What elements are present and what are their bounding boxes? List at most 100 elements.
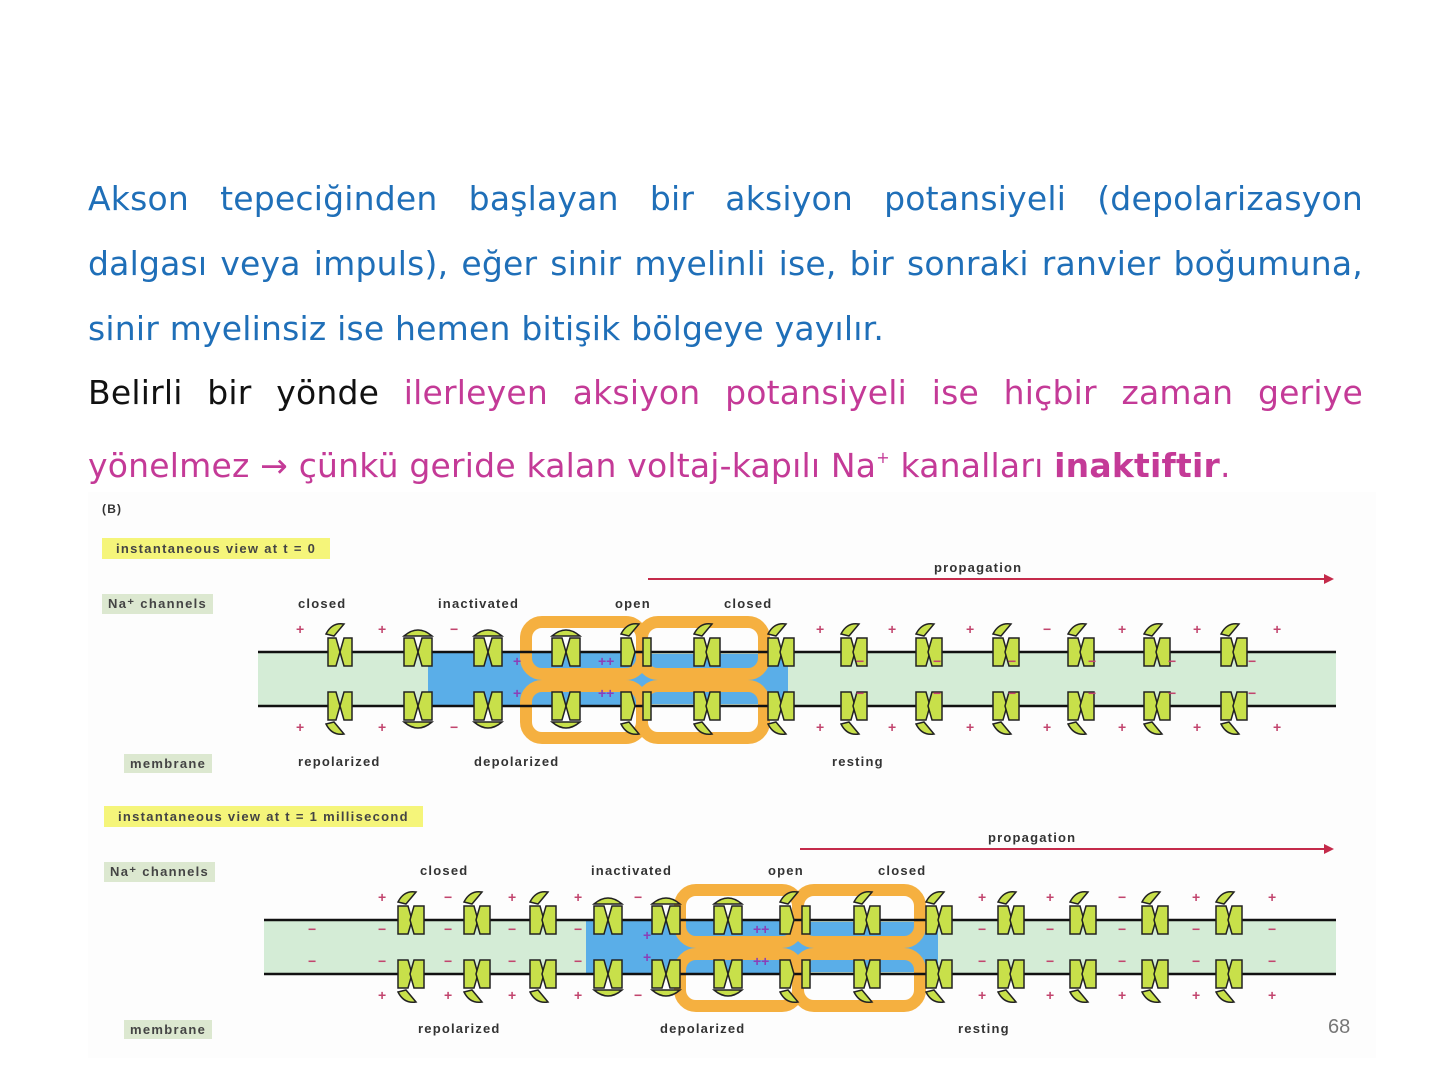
svg-text:−: − bbox=[1088, 653, 1096, 669]
panel1-channels-tag: Na⁺ channels bbox=[102, 594, 214, 614]
svg-text:−: − bbox=[508, 921, 516, 937]
na-superscript: + bbox=[876, 448, 890, 467]
svg-text:−: − bbox=[308, 953, 316, 969]
svg-text:+: + bbox=[513, 653, 521, 669]
svg-text:−: − bbox=[1046, 921, 1054, 937]
svg-text:−: − bbox=[1192, 921, 1200, 937]
svg-text:−: − bbox=[508, 953, 516, 969]
panel1-title: instantaneous view at t = 0 bbox=[102, 538, 331, 559]
svg-text:+: + bbox=[966, 621, 974, 637]
svg-text:+: + bbox=[1193, 719, 1201, 735]
svg-text:+: + bbox=[888, 621, 896, 637]
svg-text:−: − bbox=[1248, 653, 1256, 669]
svg-text:+: + bbox=[378, 987, 386, 1003]
svg-text:+: + bbox=[378, 719, 386, 735]
panel2-state-closed-right: closed bbox=[878, 863, 927, 878]
svg-text:++: ++ bbox=[753, 953, 769, 969]
svg-text:+: + bbox=[643, 949, 651, 965]
svg-text:−: − bbox=[574, 953, 582, 969]
svg-text:−: − bbox=[444, 921, 452, 937]
svg-text:−: − bbox=[574, 921, 582, 937]
svg-text:−: − bbox=[1046, 953, 1054, 969]
figure-label: (B) bbox=[102, 502, 123, 516]
svg-text:+: + bbox=[1043, 719, 1051, 735]
svg-text:+: + bbox=[378, 889, 386, 905]
svg-text:+: + bbox=[1118, 621, 1126, 637]
svg-text:+: + bbox=[816, 621, 824, 637]
svg-text:−: − bbox=[444, 889, 452, 905]
intro-paragraph: Akson tepeciğinden başlayan bir aksiyon … bbox=[88, 179, 1363, 348]
panel1-state-open: open bbox=[615, 596, 651, 611]
svg-text:−: − bbox=[1043, 621, 1051, 637]
svg-text:+: + bbox=[1192, 889, 1200, 905]
period: . bbox=[1220, 446, 1231, 485]
panel2-propagation-label: propagation bbox=[988, 830, 1077, 845]
svg-text:++: ++ bbox=[598, 653, 614, 669]
svg-text:+: + bbox=[508, 889, 516, 905]
inactive-keyword: inaktiftir bbox=[1054, 446, 1220, 485]
svg-text:+: + bbox=[1046, 889, 1054, 905]
svg-text:+: + bbox=[1273, 719, 1281, 735]
after-superscript-text: kanalları bbox=[889, 446, 1055, 485]
panel1-membrane-resting: resting bbox=[832, 754, 884, 769]
panel1-state-inactivated: inactivated bbox=[438, 596, 520, 611]
svg-text:+: + bbox=[888, 719, 896, 735]
svg-text:−: − bbox=[1008, 653, 1016, 669]
svg-text:+: + bbox=[816, 719, 824, 735]
svg-text:−: − bbox=[308, 921, 316, 937]
panel2-membrane-repolarized: repolarized bbox=[418, 1021, 501, 1036]
svg-text:+: + bbox=[444, 987, 452, 1003]
svg-text:−: − bbox=[1008, 685, 1016, 701]
panel1-axon-membrane-diagram: ++− +++−+++ ++− +++++++ −−−−−− −−−−−− ++… bbox=[258, 616, 1336, 744]
svg-text:+: + bbox=[1046, 987, 1054, 1003]
panel1-membrane-tag: membrane bbox=[124, 754, 213, 773]
svg-text:−: − bbox=[378, 953, 386, 969]
svg-text:−: − bbox=[978, 921, 986, 937]
svg-text:−: − bbox=[444, 953, 452, 969]
svg-text:++: ++ bbox=[598, 685, 614, 701]
svg-text:−: − bbox=[933, 653, 941, 669]
svg-text:−: − bbox=[1118, 921, 1126, 937]
svg-text:++: ++ bbox=[753, 921, 769, 937]
svg-text:+: + bbox=[978, 987, 986, 1003]
direction-paragraph: Belirli bir yönde ilerleyen aksiyon pota… bbox=[88, 360, 1363, 498]
panel1-membrane-repolarized: repolarized bbox=[298, 754, 381, 769]
svg-text:−: − bbox=[856, 653, 864, 669]
svg-text:+: + bbox=[296, 719, 304, 735]
explanation-text: ilerleyen aksiyon potansiyeli ise hiçbir… bbox=[88, 373, 1363, 485]
svg-text:+: + bbox=[296, 621, 304, 637]
panel2-membrane-tag: membrane bbox=[124, 1020, 213, 1039]
panel2-channels-tag: Na⁺ channels bbox=[104, 862, 216, 882]
svg-text:+: + bbox=[1268, 889, 1276, 905]
svg-text:+: + bbox=[574, 889, 582, 905]
page-number: 68 bbox=[1328, 1016, 1351, 1038]
panel2-membrane-depolarized: depolarized bbox=[660, 1021, 746, 1036]
svg-text:−: − bbox=[450, 621, 458, 637]
svg-text:−: − bbox=[1118, 953, 1126, 969]
action-potential-figure: (B) instantaneous view at t = 0 propagat… bbox=[88, 492, 1376, 1058]
svg-text:−: − bbox=[1088, 685, 1096, 701]
svg-text:+: + bbox=[966, 719, 974, 735]
svg-text:−: − bbox=[933, 685, 941, 701]
svg-text:+: + bbox=[978, 889, 986, 905]
panel1-propagation-arrow-icon bbox=[648, 574, 1334, 584]
svg-text:+: + bbox=[508, 987, 516, 1003]
svg-text:−: − bbox=[856, 685, 864, 701]
panel1-state-closed-left: closed bbox=[298, 596, 347, 611]
svg-text:−: − bbox=[634, 987, 642, 1003]
svg-text:−: − bbox=[634, 889, 642, 905]
svg-text:−: − bbox=[1168, 653, 1176, 669]
svg-text:+: + bbox=[1193, 621, 1201, 637]
svg-text:−: − bbox=[1118, 889, 1126, 905]
svg-text:−: − bbox=[1268, 953, 1276, 969]
panel2-state-open: open bbox=[768, 863, 804, 878]
panel2-state-closed-left: closed bbox=[420, 863, 469, 878]
panel1-propagation-label: propagation bbox=[934, 560, 1023, 575]
panel1-membrane-depolarized: depolarized bbox=[474, 754, 560, 769]
panel2-axon-membrane-diagram: +−++− ++−++ ++++− +++++ −−−−− −−−−− −−−−… bbox=[264, 884, 1336, 1012]
svg-text:−: − bbox=[1168, 685, 1176, 701]
svg-text:+: + bbox=[1118, 987, 1126, 1003]
svg-text:+: + bbox=[1268, 987, 1276, 1003]
panel2-membrane-resting: resting bbox=[958, 1021, 1010, 1036]
panel2-title: instantaneous view at t = 1 millisecond bbox=[104, 806, 423, 827]
